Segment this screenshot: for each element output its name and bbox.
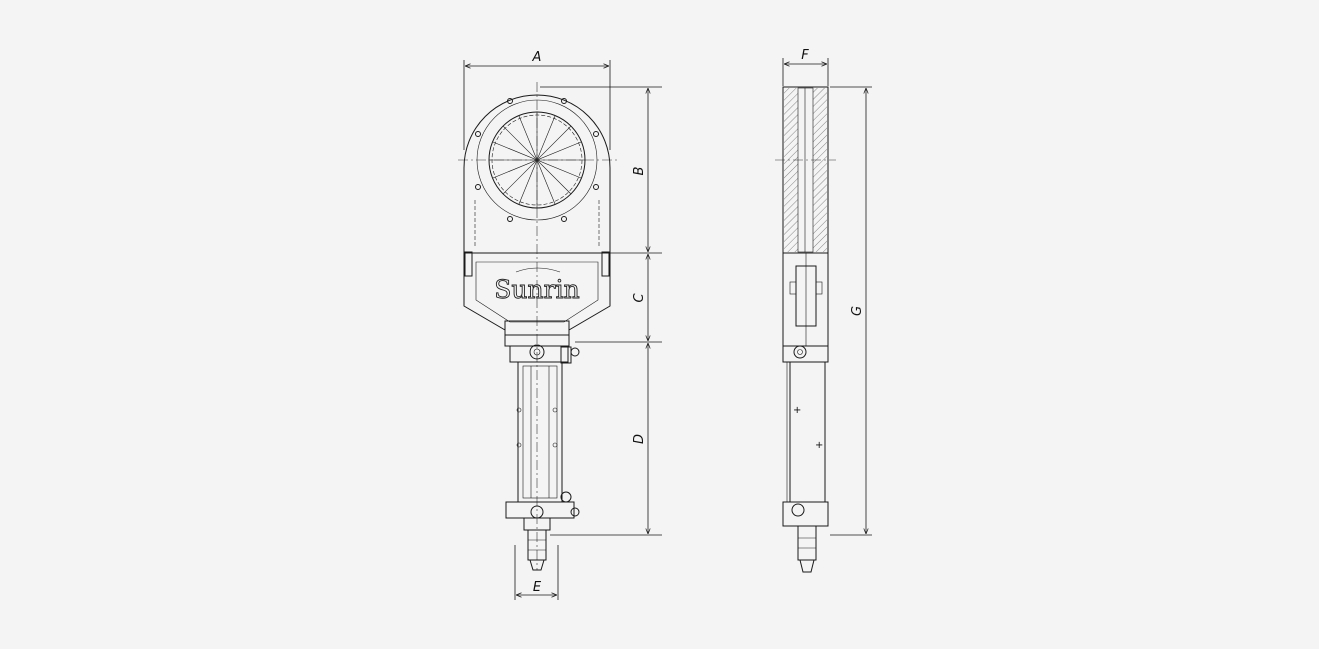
dimension-e: E: [514, 545, 559, 600]
valve-flange: [458, 82, 618, 570]
dimension-a-label: A: [532, 50, 542, 65]
dimension-f: F: [782, 48, 829, 86]
svg-text:+: +: [815, 440, 823, 451]
dimension-d-label: D: [632, 434, 647, 444]
dimension-g: G: [830, 86, 872, 536]
yoke: Sunrin: [463, 251, 611, 347]
dimension-c-label: C: [632, 293, 647, 303]
dimension-a: A: [463, 50, 611, 150]
side-view: + + F G: [775, 48, 872, 573]
side-actuator: + +: [782, 252, 829, 573]
front-view: Sunrin: [458, 50, 662, 600]
dimension-g-label: G: [850, 306, 865, 316]
dimension-bcd: B C D: [540, 86, 662, 536]
actuator-cylinder: [505, 344, 580, 571]
brand-logo: Sunrin: [494, 275, 579, 304]
dimension-b-label: B: [632, 166, 647, 175]
svg-text:+: +: [793, 405, 801, 416]
dimension-e-label: E: [533, 580, 542, 595]
dimension-f-label: F: [801, 48, 809, 63]
body-section: [775, 86, 836, 254]
